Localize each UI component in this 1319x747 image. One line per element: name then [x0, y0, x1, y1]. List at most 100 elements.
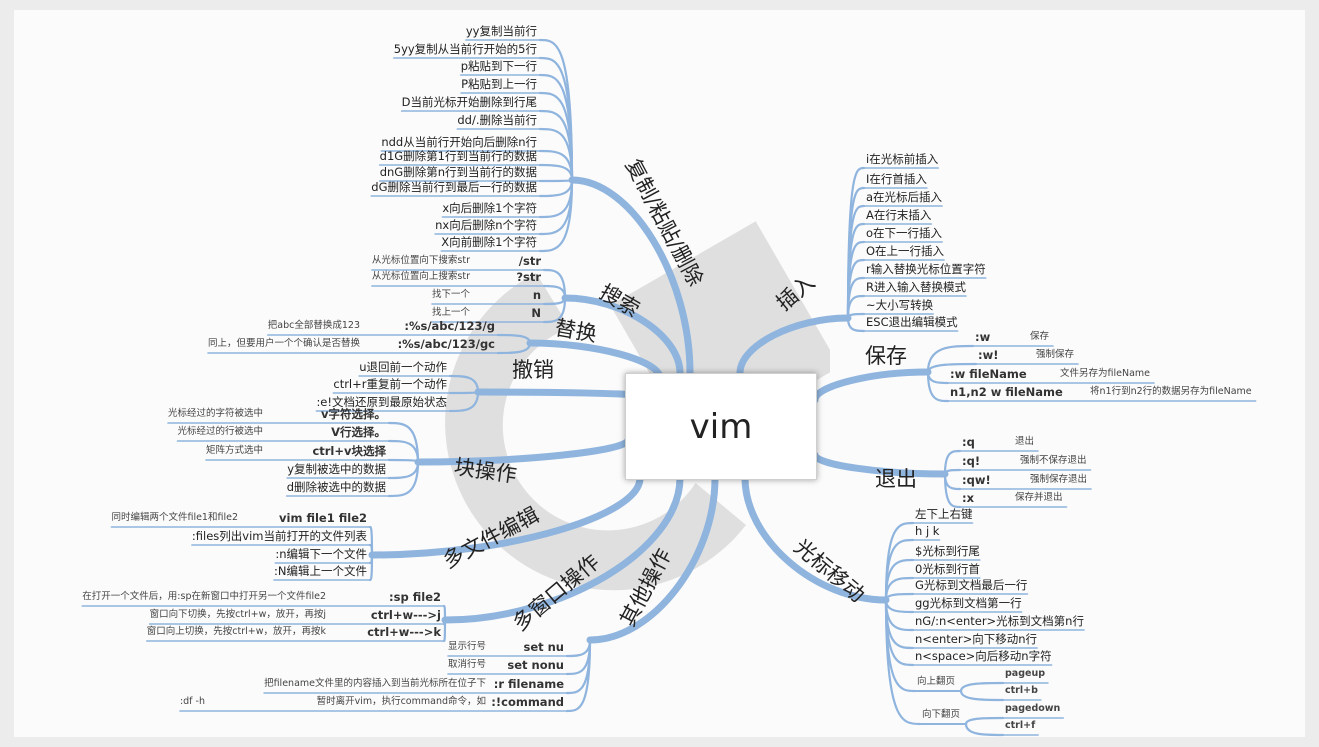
quit-item-description[interactable]: 强制保存退出	[1030, 474, 1088, 485]
quit-item-description[interactable]: 保存并退出	[1015, 492, 1063, 503]
quit-item-command[interactable]: :qw!	[962, 473, 991, 487]
search-item-command[interactable]: n	[532, 288, 541, 302]
undo-item[interactable]: :e!文档还原到最原始状态	[316, 395, 447, 409]
multifile-item-command[interactable]: vim file1 file2	[279, 511, 367, 525]
multiwin-item-command[interactable]: ctrl+w--->k	[367, 625, 441, 639]
copy-item[interactable]: nx向后删除n个字符	[435, 218, 537, 232]
multifile-item-description[interactable]: 同时编辑两个文件file1和file2	[111, 512, 238, 523]
multiwin-item-description[interactable]: 在打开一个文件后，用:sp在新窗口中打开另一个文件file2	[82, 591, 326, 602]
cursor-paging-key[interactable]: pageup	[1005, 668, 1046, 679]
block-item[interactable]: d删除被选中的数据	[286, 480, 386, 494]
save-item-command[interactable]: :w	[975, 330, 991, 344]
save-item-command[interactable]: n1,n2 w fileName	[950, 385, 1063, 399]
copy-item[interactable]: dnG删除第n行到当前行的数据	[379, 165, 537, 179]
block-item-command[interactable]: ctrl+v块选择	[312, 444, 386, 458]
cursor-item[interactable]: 0光标到行首	[915, 562, 980, 576]
copy-item[interactable]: dd/.删除当前行	[457, 113, 537, 127]
cursor-paging-1-label[interactable]: 向下翻页	[922, 709, 961, 720]
replace-item-description[interactable]: 同上，但要用户一个个确认是否替换	[207, 338, 360, 349]
insert-item[interactable]: o在下一行插入	[866, 226, 943, 240]
block-item-description[interactable]: 光标经过的行被选中	[177, 426, 263, 437]
replace-item-description[interactable]: 把abc全部替换成123	[267, 320, 360, 331]
central-topic[interactable]: vim	[625, 373, 817, 480]
quit-item-command[interactable]: :q!	[962, 454, 981, 468]
multifile-item[interactable]: :files列出vim当前打开的文件列表	[191, 529, 367, 543]
multifile-item[interactable]: :n编辑下一个文件	[275, 547, 367, 561]
replace-item-command[interactable]: :%s/abc/123/g	[404, 319, 495, 333]
insert-item[interactable]: a在光标后插入	[866, 190, 943, 204]
other-item-example[interactable]: :df -h	[179, 696, 205, 707]
copy-item[interactable]: p粘贴到下一行	[460, 59, 537, 73]
insert-item[interactable]: r输入替换光标位置字符	[866, 262, 986, 276]
multiwin-item-description[interactable]: 窗口向上切换，先按ctrl+w，放开，再按k	[146, 626, 326, 637]
block-item-description[interactable]: 光标经过的字符被选中	[167, 408, 263, 419]
save-item-description[interactable]: 保存	[1030, 331, 1050, 342]
block-item[interactable]: y复制被选中的数据	[287, 462, 386, 476]
undo-item[interactable]: u退回前一个动作	[359, 360, 447, 374]
undo-item[interactable]: ctrl+r重复前一个动作	[333, 377, 447, 391]
insert-item[interactable]: ~大小写转换	[866, 298, 934, 312]
cursor-paging-key[interactable]: ctrl+b	[1005, 685, 1038, 696]
insert-item[interactable]: R进入输入替换模式	[866, 280, 966, 294]
cursor-item[interactable]: n<enter>向下移动n行	[915, 632, 1038, 646]
replace-item-command[interactable]: :%s/abc/123/gc	[397, 337, 495, 351]
quit-item-description[interactable]: 退出	[1015, 436, 1035, 447]
cursor-paging-0-label[interactable]: 向上翻页	[917, 676, 956, 687]
other-item-description[interactable]: 把filename文件里的内容插入到当前光标所在位子下	[264, 678, 486, 689]
search-item-description[interactable]: 找上一个	[431, 307, 470, 318]
search-item-description[interactable]: 从光标位置向下搜索str	[371, 255, 470, 266]
multifile-item[interactable]: :N编辑上一个文件	[274, 564, 367, 578]
multiwin-item-description[interactable]: 窗口向下切换，先按ctrl+w，放开，再按j	[149, 609, 326, 620]
save-item-command[interactable]: :w!	[978, 348, 999, 362]
cursor-paging-key[interactable]: ctrl+f	[1005, 720, 1036, 731]
save-item-description[interactable]: 将n1行到n2行的数据另存为fileName	[1090, 386, 1252, 397]
cursor-item[interactable]: 左下上右键	[915, 507, 973, 521]
save-item-description[interactable]: 强制保存	[1036, 349, 1075, 360]
other-item-command[interactable]: set nu	[523, 640, 564, 654]
copy-item[interactable]: P粘贴到上一行	[461, 77, 537, 91]
block-item-command[interactable]: V行选择。	[331, 425, 386, 439]
search-item-command[interactable]: /str	[518, 254, 541, 268]
multiwin-item-command[interactable]: ctrl+w--->j	[370, 608, 441, 622]
branch-quit-label[interactable]: 退出	[875, 467, 917, 491]
search-item-command[interactable]: ?str	[516, 270, 541, 284]
cursor-item[interactable]: n<space>向后移动n字符	[915, 649, 1052, 663]
other-item-command[interactable]: :!command	[491, 695, 564, 709]
cursor-item[interactable]: h j k	[915, 524, 940, 538]
search-item-description[interactable]: 从光标位置向上搜索str	[371, 271, 470, 282]
save-item-command[interactable]: :w fileName	[950, 367, 1027, 381]
block-item-command[interactable]: v字符选择。	[321, 407, 386, 421]
copy-item[interactable]: 5yy复制从当前行开始的5行	[393, 42, 537, 56]
copy-item[interactable]: x向后删除1个字符	[442, 201, 537, 215]
search-item-description[interactable]: 找下一个	[431, 289, 470, 300]
other-item-command[interactable]: set nonu	[507, 658, 564, 672]
copy-item[interactable]: d1G删除第1行到当前行的数据	[379, 149, 537, 163]
insert-item[interactable]: A在行末插入	[866, 208, 932, 222]
copy-item[interactable]: D当前光标开始删除到行尾	[401, 95, 537, 109]
other-item-command[interactable]: :r filename	[493, 677, 564, 691]
insert-item[interactable]: I在行首插入	[866, 172, 927, 186]
insert-item[interactable]: O在上一行插入	[866, 244, 945, 258]
copy-item[interactable]: X向前删除1个字符	[441, 235, 537, 249]
cursor-item[interactable]: G光标到文档最后一行	[915, 578, 1028, 592]
search-item-command[interactable]: N	[531, 306, 541, 320]
cursor-paging-key[interactable]: pagedown	[1005, 703, 1061, 714]
quit-item-command[interactable]: :x	[962, 491, 975, 505]
cursor-item[interactable]: gg光标到文档第一行	[915, 596, 1022, 610]
multiwin-item-command[interactable]: :sp file2	[389, 590, 441, 604]
cursor-item[interactable]: nG/:n<enter>光标到文档第n行	[915, 614, 1084, 628]
other-item-description[interactable]: 显示行号	[447, 641, 486, 652]
branch-undo-label[interactable]: 撤销	[512, 358, 554, 382]
other-item-description[interactable]: 暂时离开vim，执行command命令，如	[316, 696, 486, 707]
copy-item[interactable]: ndd从当前行开始向后删除n行	[381, 135, 537, 149]
copy-item[interactable]: yy复制当前行	[465, 24, 537, 38]
branch-save-label[interactable]: 保存	[865, 344, 907, 368]
block-item-description[interactable]: 矩阵方式选中	[205, 445, 263, 456]
other-item-description[interactable]: 取消行号	[447, 659, 486, 670]
save-item-description[interactable]: 文件另存为fileName	[1060, 368, 1150, 379]
copy-item[interactable]: dG删除当前行到最后一行的数据	[371, 180, 537, 194]
insert-item[interactable]: ESC退出编辑模式	[866, 315, 958, 329]
insert-item[interactable]: i在光标前插入	[866, 152, 939, 166]
cursor-item[interactable]: $光标到行尾	[915, 544, 980, 558]
quit-item-description[interactable]: 强制不保存退出	[1020, 455, 1087, 466]
